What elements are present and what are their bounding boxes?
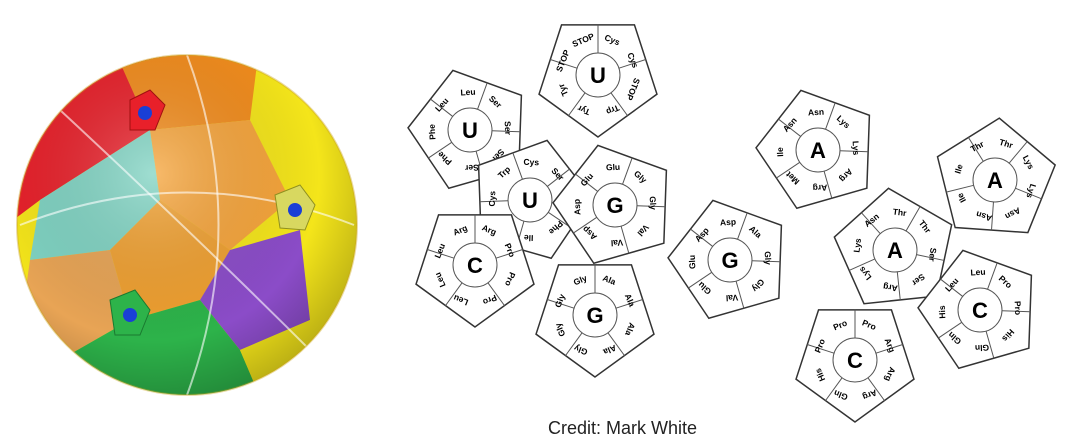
codon-label: Ser bbox=[503, 121, 514, 136]
base-letter: U bbox=[590, 63, 606, 88]
vertex-marker bbox=[138, 106, 152, 120]
codon-label: Lys bbox=[851, 237, 863, 253]
base-letter: U bbox=[522, 188, 538, 213]
base-letter: G bbox=[586, 303, 603, 328]
pentagon-face: UTyrTyrSTOPSTOPCysCysSTOPTrp bbox=[539, 25, 657, 137]
codon-label: His bbox=[937, 305, 948, 319]
genetic-code-sphere bbox=[0, 0, 380, 443]
credit-text: Credit: Mark White bbox=[548, 418, 697, 439]
codon-label: Glu bbox=[606, 162, 621, 173]
base-letter: U bbox=[462, 118, 478, 143]
codon-label: Thr bbox=[892, 206, 907, 218]
codon-label: Asp bbox=[572, 199, 583, 216]
codon-label: Val bbox=[611, 238, 624, 249]
codon-label: Pro bbox=[1013, 301, 1024, 316]
base-letter: G bbox=[721, 248, 738, 273]
sphere-model bbox=[0, 0, 380, 443]
codon-label: Gln bbox=[975, 343, 990, 354]
codon-label: Ile bbox=[524, 233, 534, 243]
codon-label: Leu bbox=[970, 267, 986, 278]
codon-label: Cys bbox=[487, 190, 498, 206]
codon-label: Lys bbox=[851, 141, 862, 156]
sphere-surface bbox=[0, 0, 380, 443]
base-letter: G bbox=[606, 193, 623, 218]
base-letter: C bbox=[972, 298, 988, 323]
codon-label: Ile bbox=[775, 147, 785, 157]
codon-label: Glu bbox=[687, 255, 698, 270]
base-letter: A bbox=[887, 238, 903, 263]
codon-label: Val bbox=[726, 293, 739, 304]
codon-label: Leu bbox=[460, 87, 476, 98]
codon-label: Ser bbox=[464, 163, 479, 174]
codon-label: Asp bbox=[720, 217, 737, 228]
vertex-marker bbox=[123, 308, 137, 322]
pentagon-face: CGlnHisProProProArgArgArg bbox=[796, 310, 914, 422]
codon-label: Ser bbox=[927, 247, 939, 263]
codon-label: Cys bbox=[523, 157, 539, 168]
codon-label: Arg bbox=[812, 183, 827, 194]
base-letter: C bbox=[467, 253, 483, 278]
base-letter: C bbox=[847, 348, 863, 373]
codon-label: Asn bbox=[808, 107, 825, 118]
codon-label: Phe bbox=[427, 124, 438, 140]
vertex-marker bbox=[288, 203, 302, 217]
base-letter: A bbox=[810, 138, 826, 163]
codon-label: Arg bbox=[882, 282, 898, 294]
codon-label: Gly bbox=[763, 251, 774, 265]
base-letter: A bbox=[987, 168, 1003, 193]
codon-label: Gly bbox=[648, 196, 659, 210]
